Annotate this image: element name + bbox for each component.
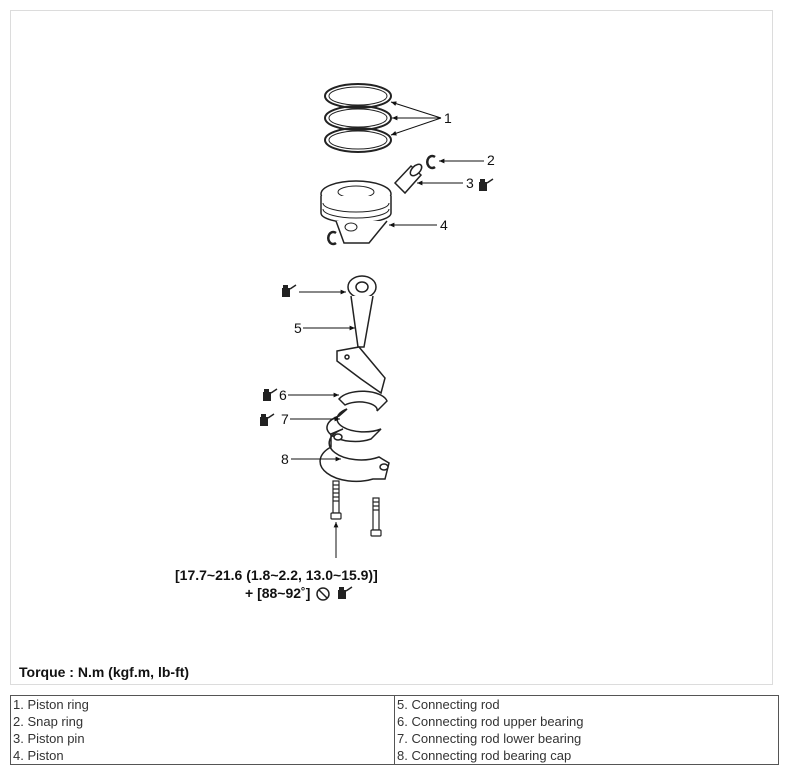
torque-spec-line1: [17.7~21.6 (1.8~2.2, 13.0~15.9)] — [175, 567, 378, 583]
legend-item: 5. Connecting rod — [397, 697, 500, 712]
callout-5: 5 — [294, 320, 302, 336]
piston-ring-set — [324, 83, 392, 153]
legend-item: 1. Piston ring — [10, 695, 395, 713]
legend-item: 8. Connecting rod bearing cap — [397, 748, 572, 763]
callout-1: 1 — [444, 110, 452, 126]
snap-ring-top — [426, 154, 436, 170]
cap-bolt-right — [370, 497, 382, 537]
snap-ring-bottom — [327, 230, 337, 246]
oil-can-icon — [281, 284, 297, 298]
table-row: 1. Piston ring 5. Connecting rod — [10, 695, 779, 713]
callout-2: 2 — [487, 152, 495, 168]
legend-item: 2. Snap ring — [10, 713, 395, 730]
callout-6: 6 — [279, 387, 287, 403]
exploded-diagram-frame: 1 2 3 4 — [10, 10, 773, 685]
connecting-rod — [336, 275, 386, 395]
legend-item: 4. Piston — [10, 747, 395, 765]
oil-can-icon — [478, 178, 494, 192]
callout-7: 7 — [281, 411, 289, 427]
oil-can-icon — [337, 586, 353, 600]
piston-connecting-rod-exploded-view: 1 2 3 4 — [259, 83, 495, 601]
callout-8: 8 — [281, 451, 289, 467]
table-row: 4. Piston 8. Connecting rod bearing cap — [10, 747, 779, 765]
upper-bearing — [338, 390, 388, 412]
bearing-cap — [319, 428, 390, 483]
torque-spec-line2: + [88~92˚] — [245, 585, 311, 601]
cap-bolt-left — [330, 480, 342, 520]
torque-units-note: Torque : N.m (kgf.m, lb-ft) — [19, 664, 190, 680]
callout-3: 3 — [466, 175, 474, 191]
piston — [320, 180, 392, 244]
legend-item: 3. Piston pin — [10, 730, 395, 747]
parts-legend-table: 1. Piston ring 5. Connecting rod 2. Snap… — [10, 695, 779, 765]
table-row: 2. Snap ring 6. Connecting rod upper bea… — [10, 713, 779, 730]
callout-4: 4 — [440, 217, 448, 233]
piston-pin — [393, 163, 423, 195]
oil-can-icon — [262, 388, 278, 402]
callout-1-leaders — [390, 101, 442, 136]
legend-item: 7. Connecting rod lower bearing — [397, 731, 582, 746]
no-reuse-icon — [316, 587, 330, 601]
table-row: 3. Piston pin 7. Connecting rod lower be… — [10, 730, 779, 747]
oil-can-icon — [259, 413, 275, 427]
legend-item: 6. Connecting rod upper bearing — [397, 714, 584, 729]
